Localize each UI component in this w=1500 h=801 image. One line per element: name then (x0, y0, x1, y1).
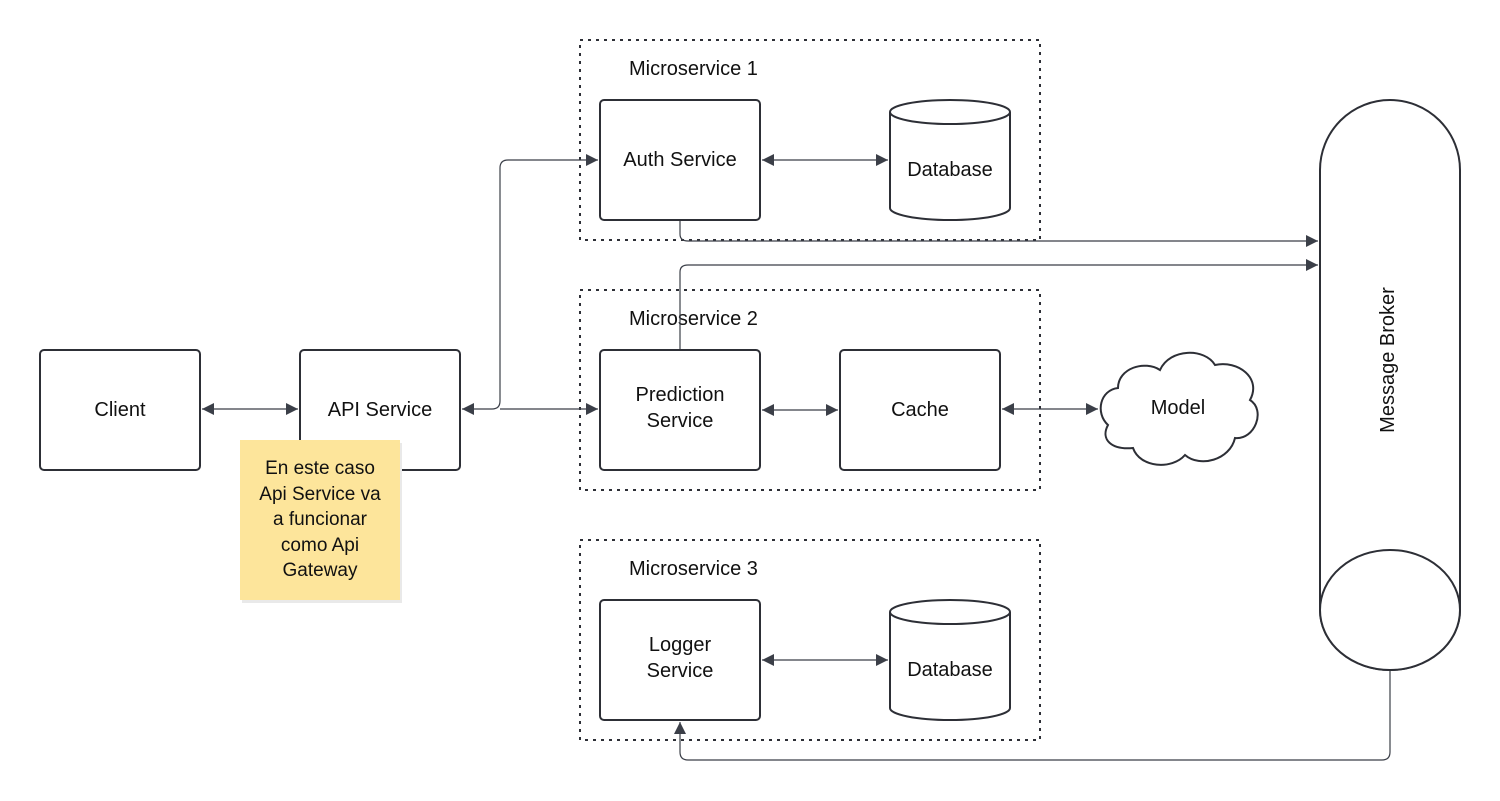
note-line-2: Api Service va (259, 484, 381, 505)
database-1-label: Database (907, 159, 993, 181)
note-line-4: como Api (281, 535, 359, 556)
message-broker-node: Message Broker (1319, 99, 1461, 671)
cloud-shape (1099, 351, 1259, 466)
logger-service-label-1: Logger (649, 634, 712, 656)
client-label: Client (94, 399, 146, 421)
model-label: Model (1151, 397, 1205, 419)
note-line-1: En este caso (265, 458, 375, 479)
group-microservice-1: Microservice 1 (579, 39, 1041, 241)
connector-broker-logger (674, 671, 1391, 761)
auth-service-node: Auth Service (599, 99, 761, 221)
database-3-label: Database (907, 659, 993, 681)
logger-service-node: Logger Service (599, 599, 761, 721)
connectors (202, 154, 1391, 761)
message-broker-label: Message Broker (1377, 287, 1399, 433)
group-label-ms1: Microservice 1 (629, 58, 758, 80)
api-service-label: API Service (328, 399, 432, 421)
model-cloud-node: Model (1099, 351, 1259, 466)
cache-label: Cache (891, 399, 949, 421)
connector-api-auth (462, 154, 598, 415)
note-line-3: a funcionar (273, 509, 368, 530)
database-1-node: Database (889, 99, 1011, 221)
connector-auth-broker (679, 221, 1318, 247)
connector-prediction-broker (679, 259, 1318, 349)
group-label-ms2: Microservice 2 (629, 308, 758, 330)
client-node: Client (39, 349, 201, 471)
database-3-node: Database (889, 599, 1011, 721)
prediction-service-node: Prediction Service (599, 349, 761, 471)
note-line-5: Gateway (283, 560, 358, 581)
logger-service-label-2: Service (647, 660, 714, 682)
group-label-ms3: Microservice 3 (629, 558, 758, 580)
prediction-service-label-2: Service (647, 410, 714, 432)
auth-service-label: Auth Service (623, 149, 736, 171)
cache-node: Cache (839, 349, 1001, 471)
prediction-service-label-1: Prediction (636, 384, 725, 406)
group-microservice-3: Microservice 3 (579, 539, 1041, 741)
group-microservice-2: Microservice 2 (579, 289, 1041, 491)
sticky-note: En este caso Api Service va a funcionar … (240, 440, 402, 603)
